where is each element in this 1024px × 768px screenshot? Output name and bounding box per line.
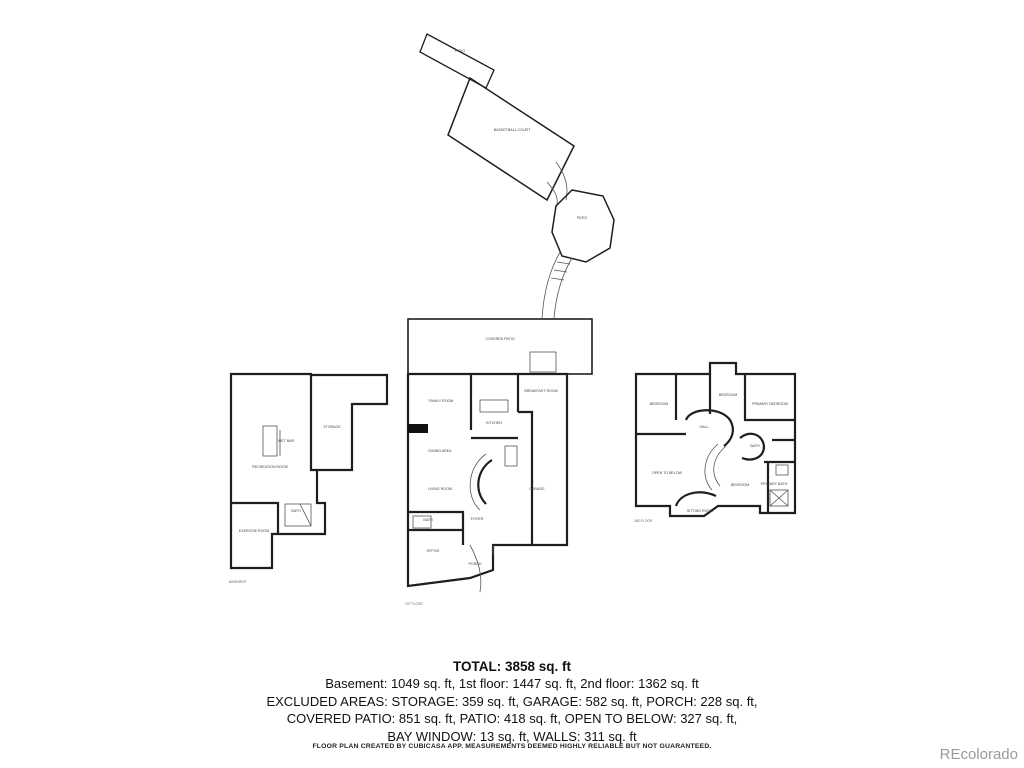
landing-curve xyxy=(739,432,766,461)
room-label-basketball-court: BASKETBALL COURT xyxy=(494,128,531,132)
sitting-room-curve xyxy=(674,491,717,507)
floor-label-first: 1ST FLOOR xyxy=(405,602,423,606)
covered-patio-outline xyxy=(407,318,593,375)
room-label-breakfast-room: BREAKFAST ROOM xyxy=(524,389,557,393)
room-label-open-to-below: OPEN TO BELOW xyxy=(652,471,683,475)
area-breakdown-line-4: BAY WINDOW: 13 sq. ft, WALLS: 311 sq. ft xyxy=(387,728,637,744)
basement-outline xyxy=(229,372,389,570)
room-label-bedroom-1: BEDROOM xyxy=(650,402,669,406)
kitchen-island xyxy=(479,399,509,413)
room-label-patio-round: PATIO xyxy=(577,216,587,220)
area-breakdown-line-1: Basement: 1049 sq. ft, 1st floor: 1447 s… xyxy=(325,676,699,691)
path-walkway-upper xyxy=(555,161,568,201)
area-breakdown-line-2: EXCLUDED AREAS: STORAGE: 359 sq. ft, GAR… xyxy=(266,693,758,709)
room-label-garage: GARAGE xyxy=(529,487,545,491)
disclaimer-text: FLOOR PLAN CREATED BY CUBICASA APP. MEAS… xyxy=(312,743,712,750)
room-label-exercise-room: EXERCISE ROOM xyxy=(239,529,269,533)
room-label-storage: STORAGE xyxy=(323,425,341,429)
floor-label-basement: BASEMENT xyxy=(229,580,247,584)
path-stairs-left xyxy=(541,251,561,319)
room-label-dining-area: DINING AREA xyxy=(428,449,452,453)
room-label-family-room: FAMILY ROOM xyxy=(429,399,454,403)
fireplace xyxy=(408,424,428,433)
room-label-bath-first: BATH xyxy=(423,518,433,522)
room-label-bath-basement: BATH xyxy=(291,509,301,513)
exercise-room-wall xyxy=(231,501,280,534)
area-breakdown-line-3: COVERED PATIO: 851 sq. ft, PATIO: 418 sq… xyxy=(286,711,738,726)
total-area: TOTAL: 3858 sq. ft xyxy=(452,659,572,674)
room-label-covered-patio: COVERED PATIO xyxy=(485,337,514,341)
grill-area xyxy=(529,351,557,373)
floor-label-second: 2ND FLOOR xyxy=(634,519,653,523)
room-label-bath-second: BATH xyxy=(750,444,760,448)
outdoor-areas xyxy=(419,33,615,319)
room-labels: PATIO BASKETBALL COURT PATIO COVERED PAT… xyxy=(239,49,788,566)
basement-plan xyxy=(229,372,389,570)
basement-bath-outline xyxy=(284,503,312,527)
floor-plan-drawing: PATIO BASKETBALL COURT PATIO COVERED PAT… xyxy=(229,33,797,606)
shower xyxy=(769,489,789,507)
round-patio-outline xyxy=(551,189,615,263)
first-floor-bath-fixture xyxy=(412,515,432,529)
patio-top-outline xyxy=(419,33,495,89)
floor-labels: BASEMENT 1ST FLOOR 2ND FLOOR xyxy=(229,519,653,606)
room-label-bedroom-2: BEDROOM xyxy=(719,393,738,397)
path-stairs-right xyxy=(553,257,573,319)
room-label-primary-bath: PRIMARY BATH xyxy=(761,482,788,486)
path-walkway-upper-2 xyxy=(546,181,558,205)
room-label-office: OFFICE xyxy=(426,549,440,553)
area-summary: TOTAL: 3858 sq. ft Basement: 1049 sq. ft… xyxy=(212,658,812,745)
wet-bar-counter xyxy=(262,425,278,457)
first-floor-plan xyxy=(406,318,593,593)
room-label-kitchen: KITCHEN xyxy=(486,421,502,425)
tub xyxy=(775,464,789,476)
room-label-primary-bedroom: PRIMARY BEDROOM xyxy=(752,402,788,406)
storage-wall xyxy=(309,375,317,472)
room-label-porch: PORCH xyxy=(469,562,482,566)
room-label-foyer: FOYER xyxy=(471,517,484,521)
second-floor-outline xyxy=(634,361,797,518)
curved-stair xyxy=(477,459,493,505)
first-floor-outline xyxy=(406,372,569,588)
second-floor-plan xyxy=(634,361,797,518)
room-label-living-room: LIVING ROOM xyxy=(428,487,452,491)
upper-stair-curve xyxy=(704,443,719,491)
watermark-logo: REcolorado xyxy=(939,746,1018,763)
room-label-recreation-room: RECREATION ROOM xyxy=(252,465,287,469)
room-label-hall: HALL xyxy=(700,425,709,429)
room-label-patio-top: PATIO xyxy=(455,49,465,53)
pantry xyxy=(504,445,518,467)
basketball-court-outline xyxy=(447,76,575,202)
room-label-wet-bar: WET BAR xyxy=(278,439,295,443)
hall-curve xyxy=(684,409,734,447)
room-label-sitting-room: SITTING ROOM xyxy=(687,509,713,513)
room-label-bedroom-3: BEDROOM xyxy=(731,483,750,487)
